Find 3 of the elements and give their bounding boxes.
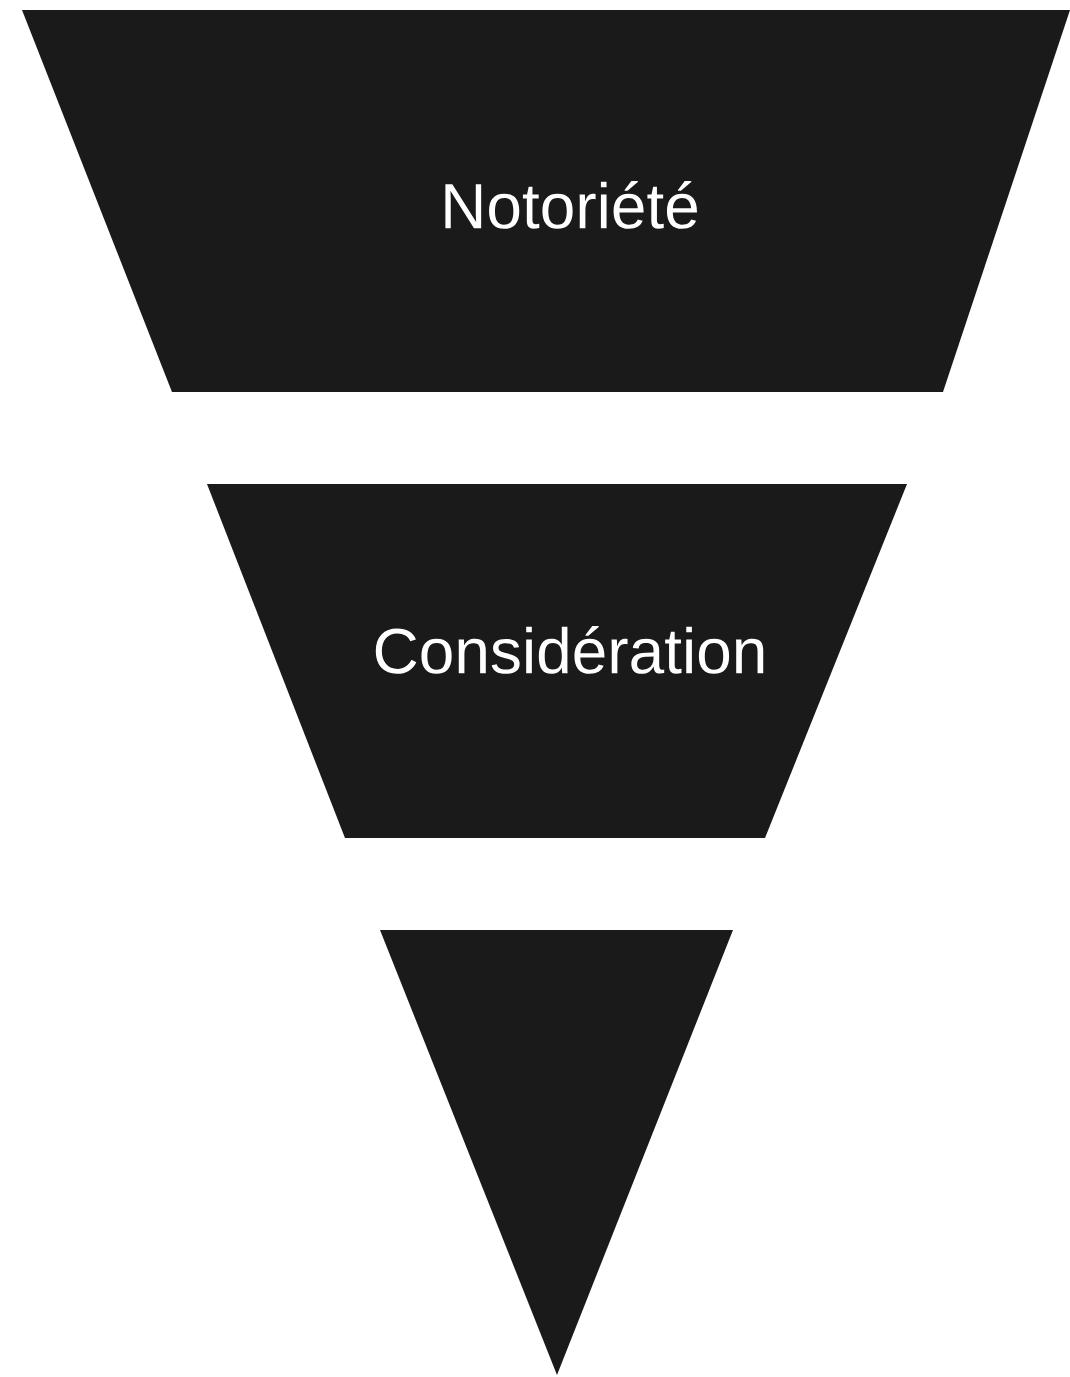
funnel-tip — [380, 930, 733, 1375]
funnel-band: Notoriété — [22, 10, 1070, 392]
funnel-band: Considération — [207, 484, 907, 838]
